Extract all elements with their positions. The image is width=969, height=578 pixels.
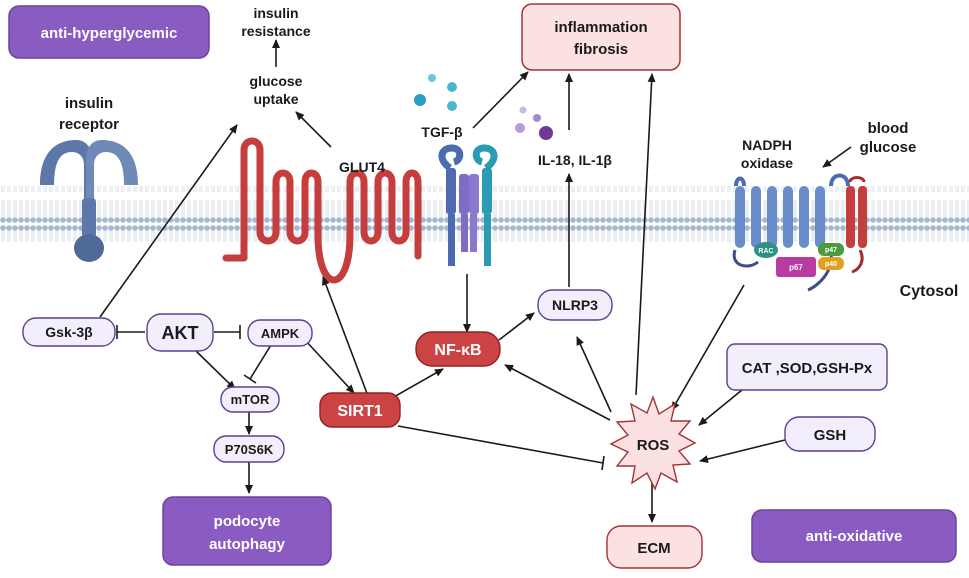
tgf-beta-label: TGF-β <box>421 124 463 140</box>
nadph-oxidase-icon <box>732 173 867 292</box>
ampk-node: AMPK <box>247 319 313 347</box>
svg-text:uptake: uptake <box>253 91 298 107</box>
anti-oxidative-box: anti-oxidative <box>751 509 957 563</box>
anti-hyperglycemic-box: anti-hyperglycemic <box>8 5 210 59</box>
gsk3b-node: Gsk-3β <box>22 317 116 347</box>
il18-il1b-label: IL-18, IL-1β <box>538 152 612 168</box>
svg-text:NLRP3: NLRP3 <box>552 297 598 313</box>
inflammation-fibrosis-box: inflammation fibrosis <box>521 3 681 71</box>
svg-text:inflammation: inflammation <box>554 19 647 36</box>
svg-text:NF-κB: NF-κB <box>434 342 481 359</box>
svg-text:anti-oxidative: anti-oxidative <box>806 528 903 545</box>
svg-text:ROS: ROS <box>637 437 670 454</box>
svg-text:anti-hyperglycemic: anti-hyperglycemic <box>41 25 178 42</box>
interleukin-molecules-icon <box>515 106 553 140</box>
svg-text:p67: p67 <box>789 263 803 272</box>
p67-subunit: p67 <box>776 257 816 277</box>
glut4-transporter-icon <box>222 137 422 284</box>
svg-text:ECM: ECM <box>637 540 670 557</box>
sirt1-node: SIRT1 <box>319 392 401 428</box>
tgf-beta-receptor-icon <box>438 144 498 266</box>
svg-text:SIRT1: SIRT1 <box>337 403 382 420</box>
blood-glucose-label: blood glucose <box>860 120 917 156</box>
podocyte-autophagy-box: podocyte autophagy <box>162 496 332 566</box>
svg-text:RAC: RAC <box>758 248 773 255</box>
tgf-beta-molecules-icon <box>414 74 457 111</box>
p70s6k-node: P70S6K <box>213 435 285 463</box>
mtor-node: mTOR <box>220 386 280 413</box>
svg-text:NADPH: NADPH <box>742 137 792 153</box>
svg-text:blood: blood <box>868 120 909 137</box>
glut4-label: GLUT4 <box>339 159 385 175</box>
ros-node: ROS <box>609 394 697 491</box>
svg-text:mTOR: mTOR <box>231 392 270 407</box>
glucose-uptake-label: glucose uptake <box>250 73 303 107</box>
svg-text:insulin: insulin <box>65 95 113 112</box>
svg-text:Gsk-3β: Gsk-3β <box>45 324 93 340</box>
gsh-node: GSH <box>784 416 876 452</box>
connectors <box>99 39 852 523</box>
cytosol-label: Cytosol <box>900 283 959 300</box>
p40-subunit: p40 <box>818 257 844 270</box>
svg-text:GSH: GSH <box>814 427 847 444</box>
svg-text:glucose: glucose <box>250 73 303 89</box>
ecm-node: ECM <box>606 525 703 569</box>
p47-subunit: p47 <box>818 243 844 256</box>
cat-sod-gsh-px-node: CAT ,SOD,GSH-Px <box>726 343 888 391</box>
svg-text:podocyte: podocyte <box>214 513 281 530</box>
svg-text:autophagy: autophagy <box>209 536 285 553</box>
svg-text:p40: p40 <box>825 261 837 268</box>
svg-text:resistance: resistance <box>241 23 310 39</box>
svg-text:p47: p47 <box>825 247 837 254</box>
insulin-receptor-icon <box>40 140 138 262</box>
svg-text:AKT: AKT <box>162 323 199 343</box>
svg-text:oxidase: oxidase <box>741 155 793 171</box>
insulin-receptor-label: insulin receptor <box>59 95 119 133</box>
nfkb-node: NF-κB <box>415 331 501 367</box>
nadph-oxidase-label: NADPH oxidase <box>741 137 793 171</box>
svg-text:glucose: glucose <box>860 139 917 156</box>
svg-text:fibrosis: fibrosis <box>574 41 628 58</box>
insulin-resistance-label: insulin resistance <box>241 5 310 39</box>
akt-node: AKT <box>146 313 214 352</box>
svg-text:receptor: receptor <box>59 116 119 133</box>
rac-subunit: RAC <box>754 242 778 258</box>
svg-text:CAT ,SOD,GSH-Px: CAT ,SOD,GSH-Px <box>742 360 873 377</box>
svg-text:insulin: insulin <box>253 5 298 21</box>
nlrp3-node: NLRP3 <box>537 289 613 321</box>
svg-text:AMPK: AMPK <box>261 326 300 341</box>
svg-text:P70S6K: P70S6K <box>225 442 274 457</box>
